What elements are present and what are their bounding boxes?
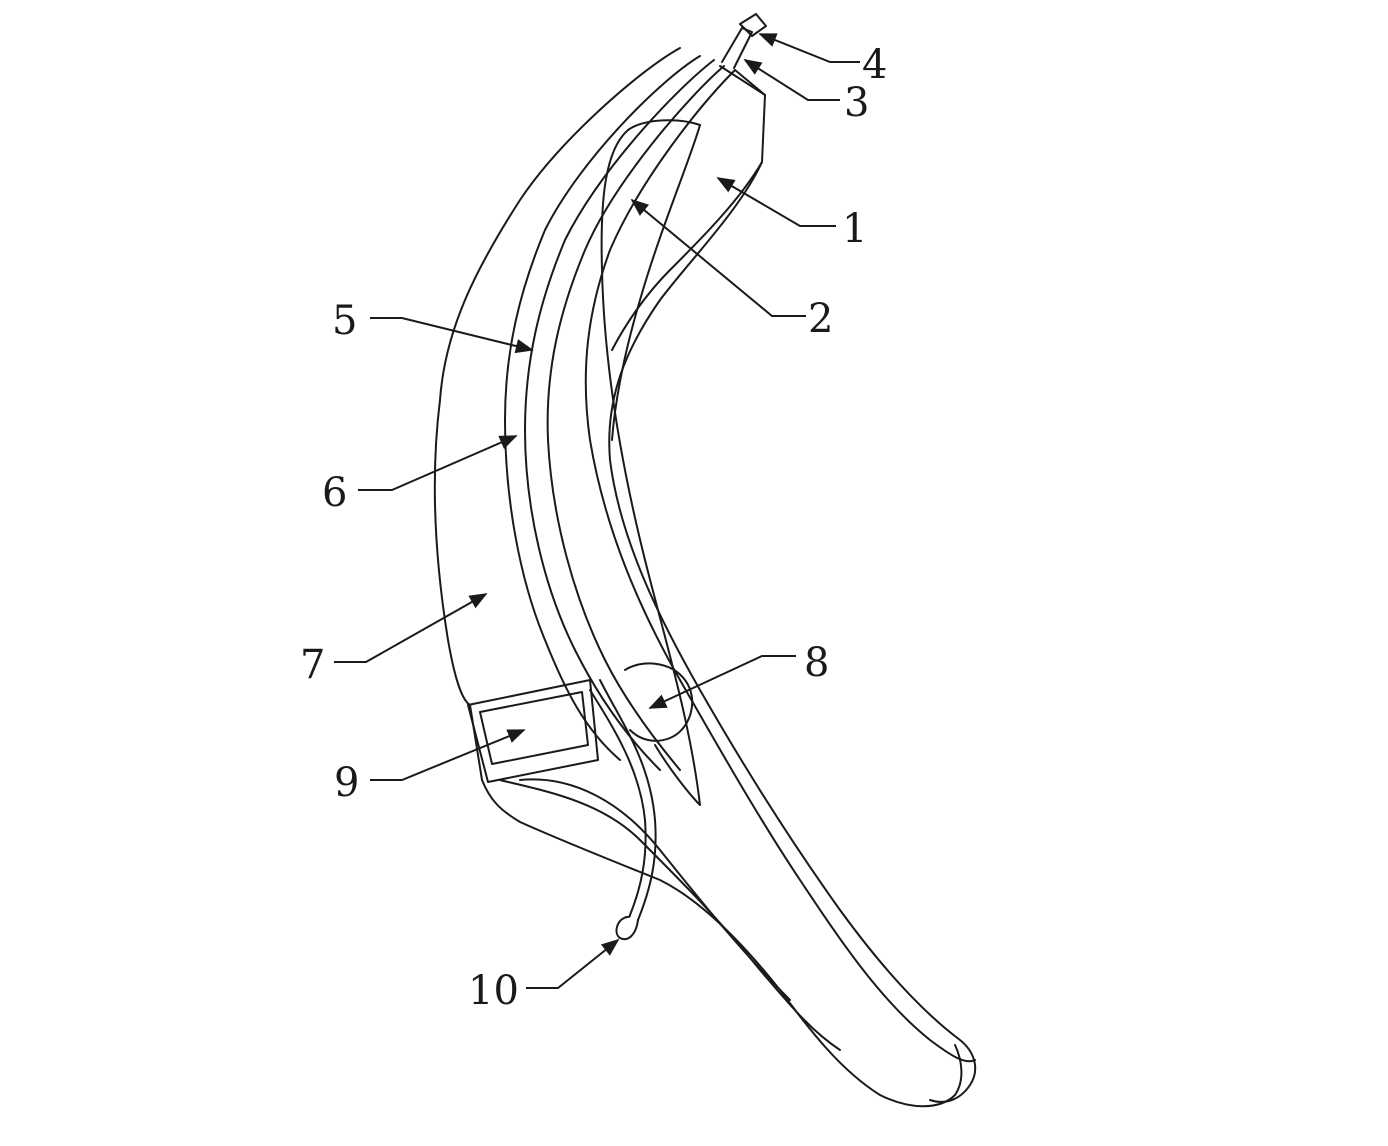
channel-inner-curve [584, 69, 976, 1063]
leader-8 [648, 655, 796, 709]
leader-9 [370, 729, 526, 781]
label-1: 1 [842, 206, 867, 252]
leader-7 [334, 593, 488, 663]
strip-edge-b [546, 65, 725, 771]
hook [615, 914, 639, 940]
outer-pad-outline [433, 47, 963, 1108]
strip-edge-a [524, 59, 715, 771]
leader-6 [358, 435, 518, 491]
cord-2 [589, 689, 647, 916]
label-8: 8 [804, 640, 829, 686]
leader-3 [743, 59, 840, 101]
label-7: 7 [300, 642, 325, 688]
leader-10 [526, 938, 620, 989]
cord [599, 679, 657, 921]
label-9: 9 [334, 760, 359, 806]
leader-2 [630, 198, 806, 317]
fastener-box-inner [479, 691, 589, 765]
right-outer-edge [608, 161, 977, 1103]
leader-1 [716, 177, 836, 227]
label-5: 5 [332, 298, 357, 344]
label-2: 2 [808, 296, 833, 342]
leader-4 [758, 33, 860, 63]
fastener-box-outer [467, 679, 599, 783]
label-3: 3 [844, 80, 869, 126]
label-6: 6 [322, 470, 347, 516]
callouts: 4 3 1 2 5 6 7 8 9 10 [300, 33, 887, 1014]
round-pad [624, 662, 694, 742]
lower-left-contour-2 [519, 778, 791, 1001]
pocket-rim [611, 124, 701, 441]
label-10: 10 [468, 968, 519, 1014]
tube-cap [739, 13, 767, 37]
leader-5 [370, 317, 534, 354]
device-body [433, 13, 977, 1108]
top-block-face [734, 69, 766, 96]
label-4: 4 [862, 42, 887, 88]
inner-pad-outline [504, 55, 701, 761]
lower-left-contour [499, 779, 841, 1051]
pocket-outline [600, 119, 701, 806]
top-block [611, 65, 766, 351]
